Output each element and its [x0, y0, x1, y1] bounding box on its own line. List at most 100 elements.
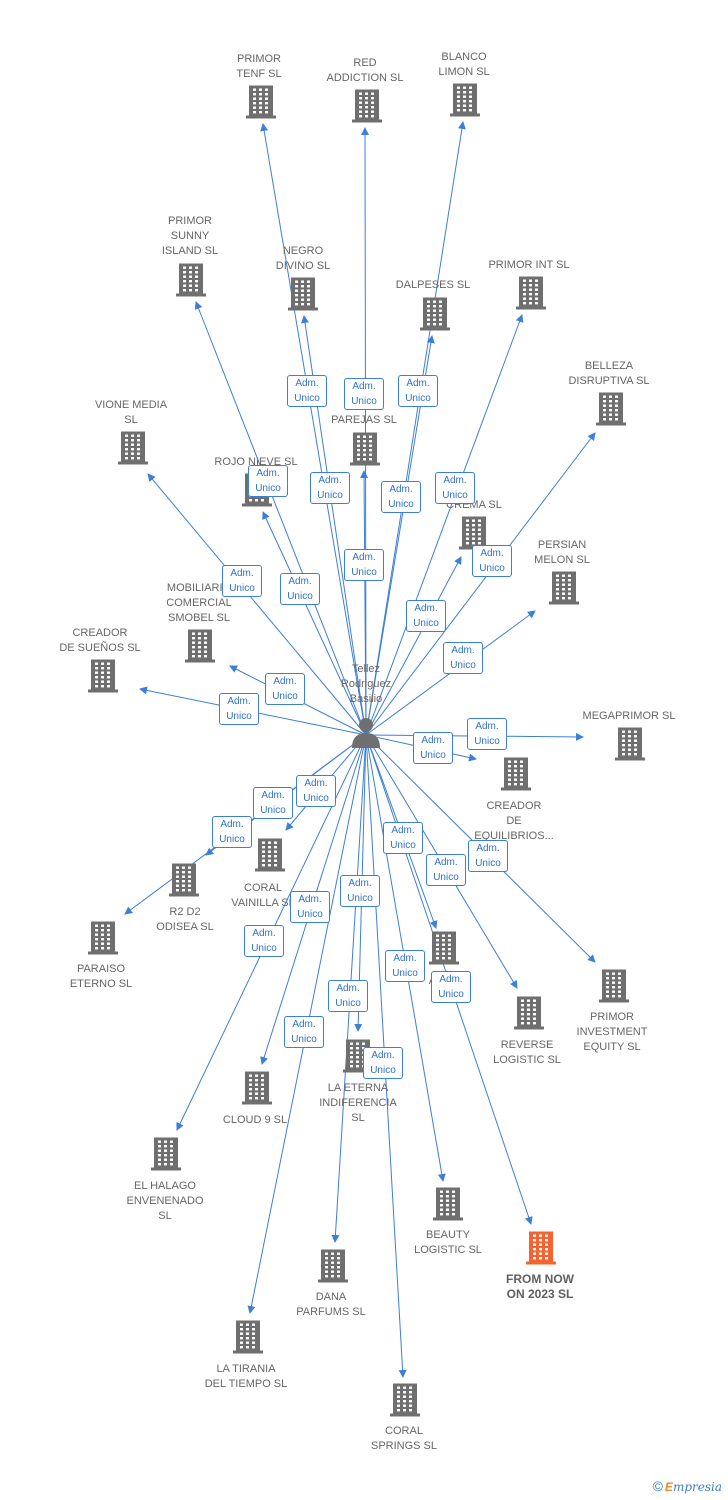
relation-badge[interactable]: Adm. Unico — [472, 545, 512, 577]
relation-edge — [147, 473, 367, 736]
relation-badge[interactable]: Adm. Unico — [248, 465, 288, 497]
building-icon[interactable] — [598, 968, 630, 1009]
building-icon[interactable] — [389, 1382, 421, 1423]
relation-badge[interactable]: Adm. Unico — [435, 472, 475, 504]
relation-badge[interactable]: Adm. Unico — [287, 375, 327, 407]
company-name[interactable]: PERSIAN MELON SL — [534, 539, 590, 566]
company-name[interactable]: CLOUD 9 SL — [222, 1114, 288, 1126]
relation-badge[interactable]: Adm. Unico — [296, 775, 336, 807]
building-icon[interactable] — [287, 276, 319, 317]
relation-badge[interactable]: Adm. Unico — [443, 642, 483, 674]
company-name[interactable]: LA TIRANIA DEL TIEMPO SL — [204, 1363, 288, 1390]
company-name[interactable]: R2 D2 ODISEA SL — [156, 906, 214, 933]
building-icon[interactable] — [117, 430, 149, 471]
relation-badge[interactable]: Adm. Unico — [381, 481, 421, 513]
relation-badge[interactable]: Adm. Unico — [212, 816, 252, 848]
building-icon[interactable] — [245, 84, 277, 125]
relation-badge[interactable]: Adm. Unico — [284, 1016, 324, 1048]
relation-edge — [361, 127, 370, 736]
relation-badge[interactable]: Adm. Unico — [426, 854, 466, 886]
building-icon[interactable] — [87, 920, 119, 961]
company-name[interactable]: CORAL SPRINGS SL — [370, 1425, 438, 1452]
company-name[interactable]: CREADOR DE SUEÑOS SL — [59, 627, 141, 654]
building-icon[interactable] — [317, 1248, 349, 1289]
company-name[interactable]: EL HALAGO ENVENENADO SL — [126, 1180, 204, 1222]
relation-badge[interactable]: Adm. Unico — [383, 822, 423, 854]
relation-badge[interactable]: Adm. Unico — [467, 718, 507, 750]
building-icon[interactable] — [513, 995, 545, 1036]
building-icon[interactable] — [525, 1230, 557, 1271]
relation-badge[interactable]: Adm. Unico — [253, 787, 293, 819]
building-icon[interactable] — [500, 756, 532, 797]
building-icon[interactable] — [232, 1319, 264, 1360]
company-name[interactable]: BEAUTY LOGISTIC SL — [414, 1229, 482, 1256]
relation-badge[interactable]: Adm. Unico — [244, 925, 284, 957]
relation-badge[interactable]: Adm. Unico — [280, 573, 320, 605]
relation-badge[interactable]: Adm. Unico — [431, 971, 471, 1003]
company-name[interactable]: LA ETERNA INDIFERENCIA SL — [319, 1082, 397, 1124]
relation-badge[interactable]: Adm. Unico — [344, 549, 384, 581]
building-icon[interactable] — [515, 275, 547, 316]
company-name[interactable]: CORAL VAINILLA SL — [231, 882, 295, 909]
building-icon[interactable] — [432, 1186, 464, 1227]
company-name[interactable]: DANA PARFUMS SL — [296, 1291, 366, 1318]
relation-badge[interactable]: Adm. Unico — [222, 565, 262, 597]
relation-badge[interactable]: Adm. Unico — [290, 891, 330, 923]
building-icon[interactable] — [150, 1136, 182, 1177]
relation-badge[interactable]: Adm. Unico — [344, 378, 384, 410]
company-name[interactable]: NEGRO DIVINO SL — [275, 245, 331, 272]
person-icon[interactable] — [351, 716, 381, 748]
building-icon[interactable] — [419, 296, 451, 337]
relation-badge[interactable]: Adm. Unico — [310, 472, 350, 504]
relation-edge — [365, 432, 596, 736]
relation-badge[interactable]: Adm. Unico — [406, 600, 446, 632]
building-icon[interactable] — [87, 658, 119, 699]
relation-edge — [365, 314, 524, 736]
relation-badge[interactable]: Adm. Unico — [265, 673, 305, 705]
relation-badge[interactable]: Adm. Unico — [413, 732, 453, 764]
company-name[interactable]: PARAISO ETERNO SL — [69, 963, 133, 990]
building-icon[interactable] — [449, 82, 481, 123]
relation-edge — [260, 123, 367, 736]
company-name[interactable]: PAREJAS SL — [331, 414, 397, 426]
relation-edge — [360, 470, 369, 736]
company-name[interactable]: REVERSE LOGISTIC SL — [493, 1039, 561, 1066]
relation-badge[interactable]: Adm. Unico — [468, 840, 508, 872]
company-name[interactable]: PRIMOR TENF SL — [236, 53, 282, 80]
building-icon[interactable] — [349, 431, 381, 472]
building-icon[interactable] — [254, 837, 286, 878]
building-icon[interactable] — [595, 391, 627, 432]
company-name[interactable]: VIONE MEDIA SL — [94, 399, 168, 426]
relation-badge[interactable]: Adm. Unico — [328, 980, 368, 1012]
building-icon[interactable] — [184, 628, 216, 669]
building-icon[interactable] — [351, 88, 383, 129]
relation-badge[interactable]: Adm. Unico — [340, 875, 380, 907]
company-name[interactable]: BELLEZA DISRUPTIVA SL — [568, 360, 650, 387]
company-name[interactable]: PRIMOR INVESTMENT EQUITY SL — [576, 1011, 648, 1053]
company-name[interactable]: PRIMOR SUNNY ISLAND SL — [161, 215, 219, 257]
company-name[interactable]: MEGAPRIMOR SL — [582, 710, 676, 722]
relation-badge[interactable]: Adm. Unico — [363, 1047, 403, 1079]
company-name[interactable]: BLANCO LIMON SL — [438, 51, 490, 78]
company-name[interactable]: RED ADDICTION SL — [326, 57, 404, 84]
center-person-name[interactable]: Tellez Rodriguez Basilio — [340, 663, 392, 705]
copyright-icon: © — [652, 1478, 663, 1494]
relation-edge — [262, 511, 367, 736]
company-name[interactable]: CREADOR DE EQUILIBRIOS... — [474, 800, 554, 842]
relation-badge[interactable]: Adm. Unico — [219, 693, 259, 725]
company-name[interactable]: MOBILIARIO COMERCIAL SMOBEL SL — [166, 582, 232, 624]
relation-edge — [365, 556, 462, 736]
company-name[interactable]: FROM NOW ON 2023 SL — [506, 1272, 574, 1301]
building-icon[interactable] — [428, 930, 460, 971]
company-name[interactable]: DALPESES SL — [395, 279, 471, 291]
company-name[interactable]: PRIMOR INT SL — [488, 259, 570, 271]
relation-badge[interactable]: Adm. Unico — [385, 950, 425, 982]
building-icon[interactable] — [241, 1070, 273, 1111]
relation-badge[interactable]: Adm. Unico — [398, 375, 438, 407]
relation-edge — [365, 121, 466, 736]
copyright-notice[interactable]: ©Empresia — [653, 1478, 722, 1494]
building-icon[interactable] — [175, 262, 207, 303]
building-icon[interactable] — [548, 570, 580, 611]
building-icon[interactable] — [614, 726, 646, 767]
building-icon[interactable] — [168, 862, 200, 903]
